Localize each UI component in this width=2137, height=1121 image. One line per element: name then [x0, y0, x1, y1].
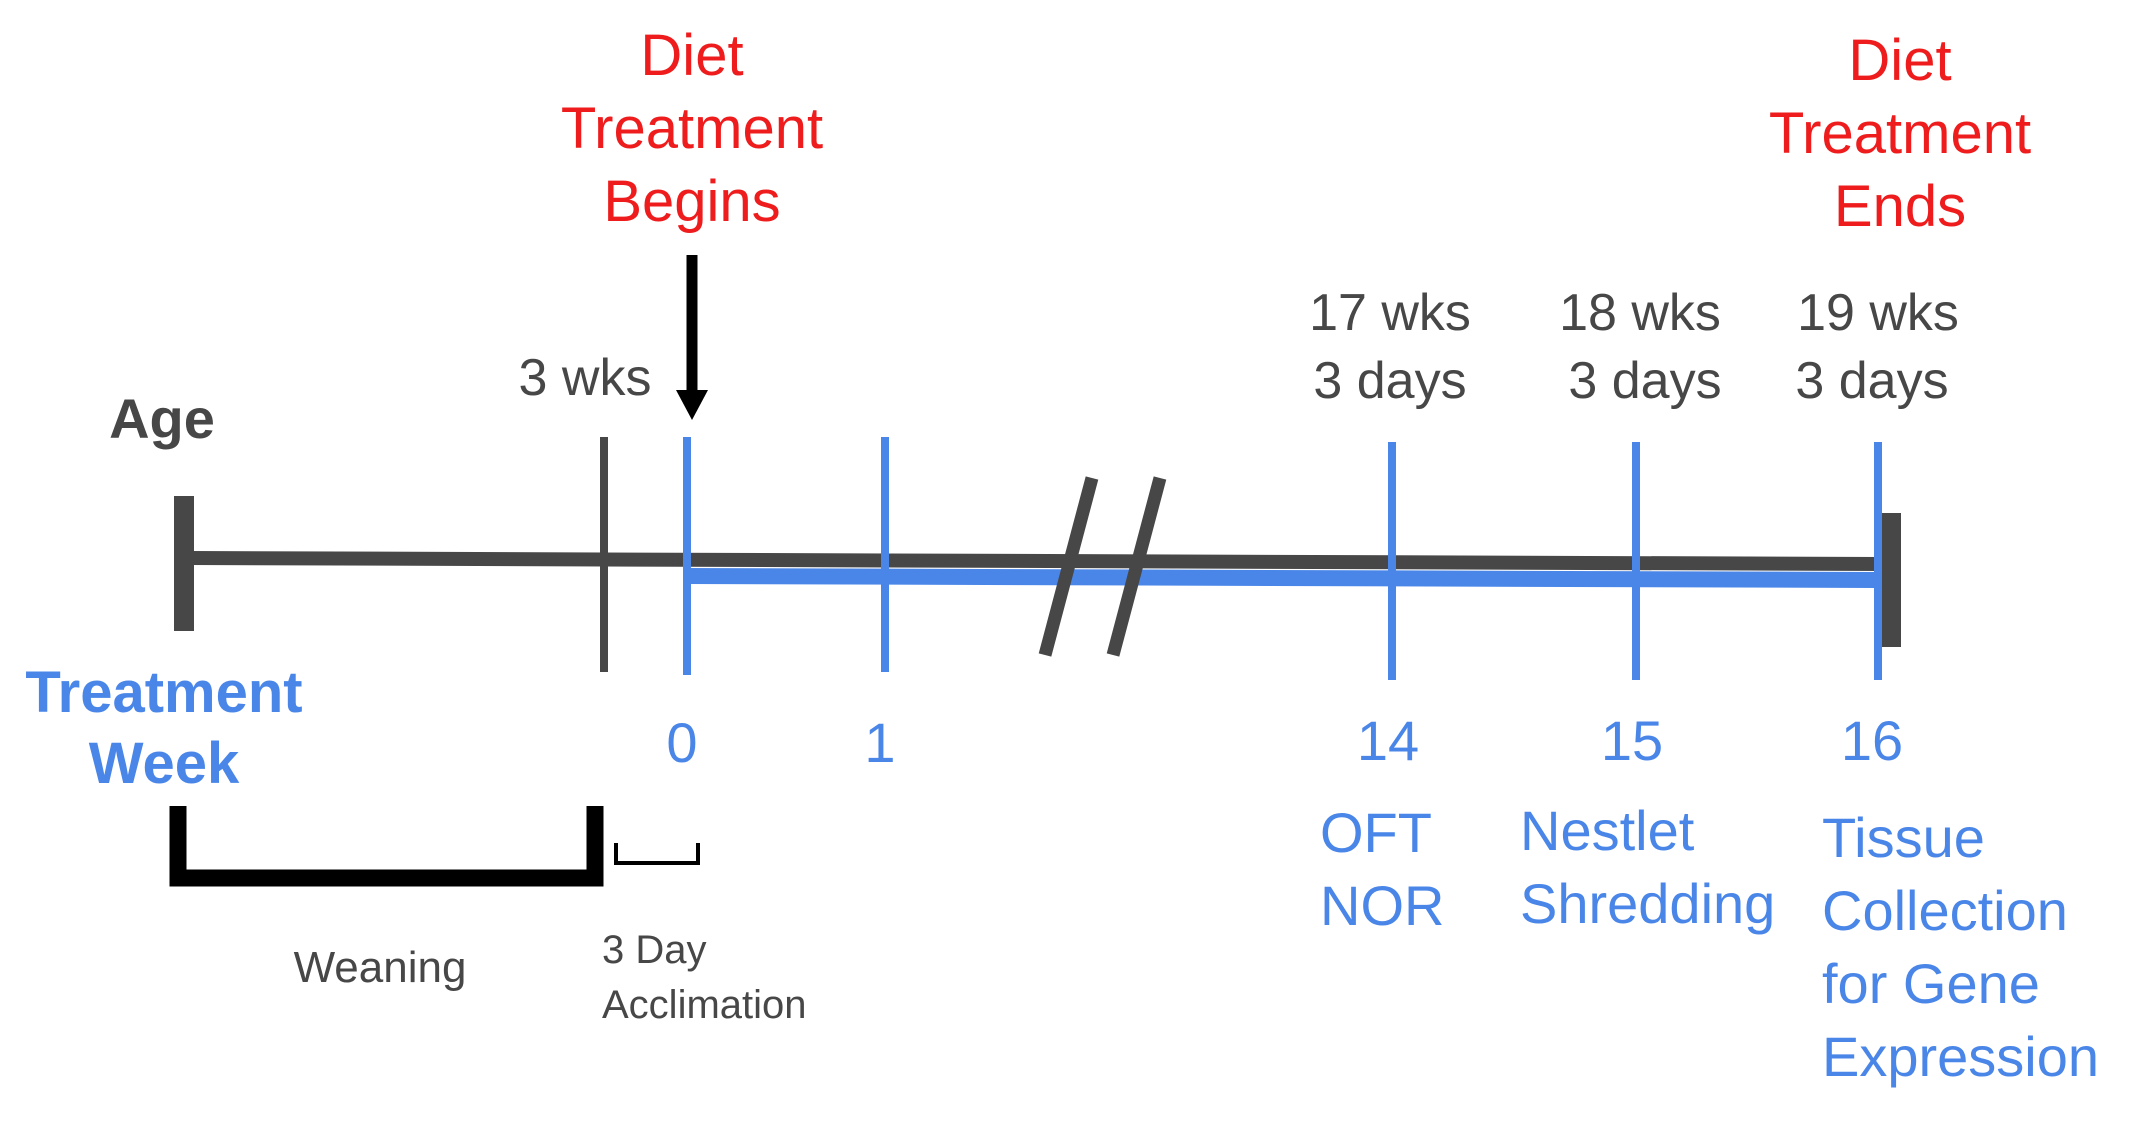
diet-begins-line-2: Treatment — [561, 96, 823, 161]
treatment-timeline — [683, 437, 1882, 680]
week-15-label: 15 — [1601, 709, 1663, 772]
age-17wks-line-2: 3 days — [1313, 352, 1466, 410]
event-tissue-line-3: for Gene — [1822, 952, 2040, 1015]
week-16-label: 16 — [1841, 709, 1903, 772]
weaning-bracket: Weaning — [169, 806, 604, 992]
down-arrow-icon — [676, 255, 708, 420]
diet-begins-line-3: Begins — [603, 169, 780, 234]
event-nestlet-line-2: Shredding — [1520, 872, 1775, 935]
age-19wks: 19 wks 3 days — [1795, 284, 1959, 410]
diet-ends-line-3: Ends — [1834, 174, 1966, 239]
event-oft-line-1: OFT — [1320, 801, 1432, 864]
age-timeline — [174, 437, 1901, 672]
event-oft-nor: OFT NOR — [1320, 801, 1444, 937]
event-tissue-collection: Tissue Collection for Gene Expression — [1822, 806, 2099, 1088]
age-label: Age — [109, 387, 215, 450]
event-nestlet-line-1: Nestlet — [1520, 799, 1695, 862]
timeline-end-cap — [1882, 513, 1901, 647]
axis-break-icon — [1038, 476, 1167, 657]
week-0-label: 0 — [666, 711, 697, 774]
diet-ends-title: Diet Treatment Ends — [1769, 28, 2031, 239]
timeline-start-cap — [174, 496, 194, 631]
treatment-week-line-2: Week — [89, 731, 240, 796]
weaning-label: Weaning — [294, 943, 467, 992]
week-1-label: 1 — [864, 711, 895, 774]
treatment-week-line-1: Treatment — [25, 660, 302, 725]
week-14-label: 14 — [1357, 709, 1419, 772]
diet-begins-line-1: Diet — [640, 23, 743, 88]
diet-ends-line-2: Treatment — [1769, 101, 2031, 166]
acclimation-bracket-shape — [614, 843, 700, 865]
age-17wks: 17 wks 3 days — [1309, 284, 1471, 410]
event-tissue-line-1: Tissue — [1822, 806, 1985, 869]
age-19wks-line-1: 19 wks — [1797, 284, 1959, 342]
diet-ends-line-1: Diet — [1848, 28, 1951, 93]
age-3wks: 3 wks — [519, 349, 652, 407]
event-tissue-line-4: Expression — [1822, 1025, 2099, 1088]
treatment-week-label: Treatment Week — [25, 660, 302, 796]
weaning-bracket-shape — [169, 806, 604, 887]
diet-begins-title: Diet Treatment Begins — [561, 23, 823, 234]
event-nestlet-shredding: Nestlet Shredding — [1520, 799, 1775, 935]
timeline-gray-line — [189, 551, 1881, 571]
age-17wks-line-1: 17 wks — [1309, 284, 1471, 342]
event-tissue-line-2: Collection — [1822, 879, 2068, 942]
age-18wks-line-2: 3 days — [1568, 352, 1721, 410]
event-oft-line-2: NOR — [1320, 874, 1444, 937]
timeline-blue-line — [685, 568, 1877, 588]
acclimation-line-1: 3 Day — [602, 928, 707, 972]
acclimation-bracket: 3 Day Acclimation — [602, 843, 807, 1027]
acclimation-line-2: Acclimation — [602, 983, 807, 1027]
age-19wks-line-2: 3 days — [1795, 352, 1948, 410]
age-18wks-line-1: 18 wks — [1559, 284, 1721, 342]
age-18wks: 18 wks 3 days — [1559, 284, 1722, 410]
